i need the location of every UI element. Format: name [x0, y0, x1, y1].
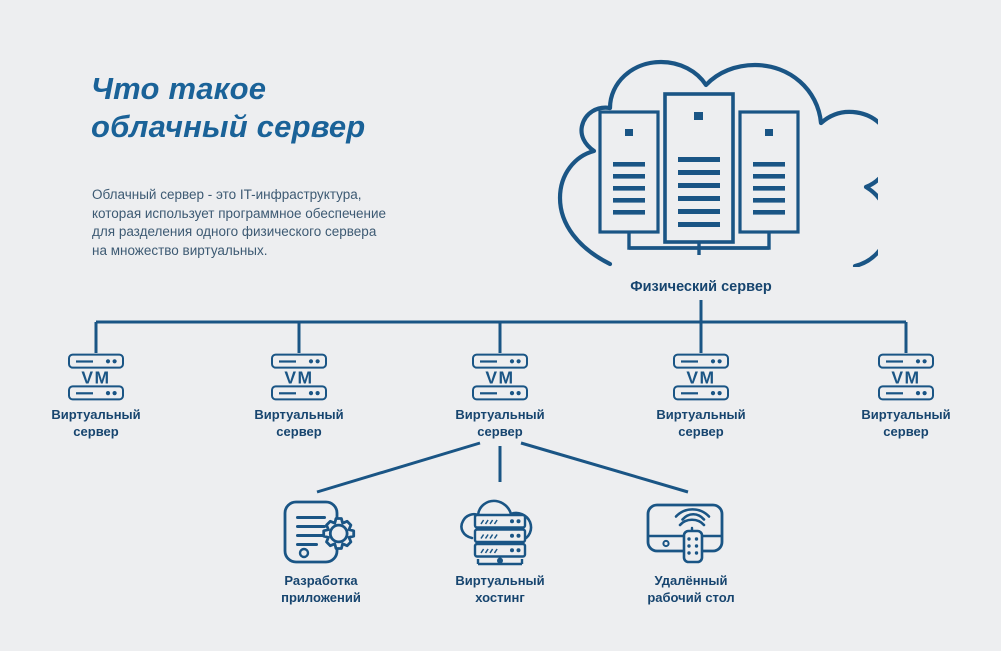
- page-title-line-2: облачный сервер: [91, 109, 366, 144]
- document-gear-icon[interactable]: [278, 499, 364, 565]
- use-case-2-line-2: хостинг: [475, 590, 525, 605]
- rack-rows: [473, 513, 527, 558]
- use-case-label-2: Виртуальный хостинг: [415, 572, 585, 606]
- vm-label-5-line-2: сервер: [883, 424, 929, 439]
- virtual-server-label-3: Виртуальный сервер: [415, 406, 585, 440]
- use-case-label-3: Удалённый рабочий стол: [606, 572, 776, 606]
- use-case-2-line-1: Виртуальный: [455, 573, 545, 588]
- physical-server-label-text: Физический сервер: [630, 279, 772, 295]
- svg-text:VM: VM: [81, 368, 110, 388]
- wifi-icon: [674, 508, 711, 527]
- description-line-4: на множество виртуальных.: [92, 242, 268, 258]
- vm-label-1-line-2: сервер: [73, 424, 119, 439]
- monitor-wifi-remote-icon[interactable]: [644, 502, 736, 564]
- virtual-server-label-5: Виртуальный сервер: [821, 406, 991, 440]
- vm-label-4-line-2: сервер: [678, 424, 724, 439]
- use-case-label-1: Разработка приложений: [236, 572, 406, 606]
- description-text: Облачный сервер - это IT-инфраструктура,…: [92, 186, 512, 260]
- virtual-server-label-1: Виртуальный сервер: [11, 406, 181, 440]
- virtual-server-label-4: Виртуальный сервер: [616, 406, 786, 440]
- fanout-line-right: [520, 441, 689, 494]
- vm-label-4-line-1: Виртуальный: [656, 407, 746, 422]
- network-connector: [476, 556, 524, 566]
- description-line-2: которая использует программное обеспечен…: [92, 205, 387, 221]
- vm-label-5-line-1: Виртуальный: [861, 407, 951, 422]
- svg-text:VM: VM: [485, 368, 514, 388]
- rack-left: [598, 110, 660, 234]
- page-title: Что такое облачный сервер: [91, 70, 511, 146]
- vm-icon-5[interactable]: VM: [876, 353, 936, 401]
- use-case-1-line-1: Разработка: [284, 573, 358, 588]
- svg-text:VM: VM: [284, 368, 313, 388]
- vm-icon-1[interactable]: VM: [66, 353, 126, 401]
- vm-label-1-line-1: Виртуальный: [51, 407, 141, 422]
- cloud-backdrop-path: [460, 499, 533, 542]
- use-case-3-line-2: рабочий стол: [647, 590, 735, 605]
- cloud-server-rack-icon[interactable]: [456, 498, 544, 566]
- vm-icon-4[interactable]: VM: [671, 353, 731, 401]
- physical-server-label: Физический сервер: [601, 279, 801, 296]
- page-title-line-1: Что такое: [91, 71, 267, 106]
- rack-base-connectors: [627, 232, 771, 255]
- vm-icon-3[interactable]: VM: [470, 353, 530, 401]
- vm-icon-2[interactable]: VM: [269, 353, 329, 401]
- description-line-1: Облачный сервер - это IT-инфраструктура,: [92, 187, 362, 202]
- vm-label-3-line-1: Виртуальный: [455, 407, 545, 422]
- use-case-1-line-2: приложений: [281, 590, 361, 605]
- gear-shape: [322, 517, 356, 550]
- rack-center: [663, 92, 735, 244]
- vm-label-2-line-2: сервер: [276, 424, 322, 439]
- virtual-server-label-2: Виртуальный сервер: [214, 406, 384, 440]
- use-case-3-line-1: Удалённый: [654, 573, 728, 588]
- vm-label-2-line-1: Виртуальный: [254, 407, 344, 422]
- cloud-with-server-racks-icon: [528, 52, 894, 269]
- svg-text:VM: VM: [686, 368, 715, 388]
- rack-right: [738, 110, 800, 234]
- remote-control-icon: [682, 526, 704, 564]
- vm-label-3-line-2: сервер: [477, 424, 523, 439]
- cloud-outline-path: [557, 59, 894, 269]
- description-line-3: для разделения одного физического сервер…: [92, 224, 377, 239]
- monitor-power-dot: [662, 539, 670, 548]
- svg-text:VM: VM: [891, 368, 920, 388]
- fanout-line-left: [316, 441, 481, 494]
